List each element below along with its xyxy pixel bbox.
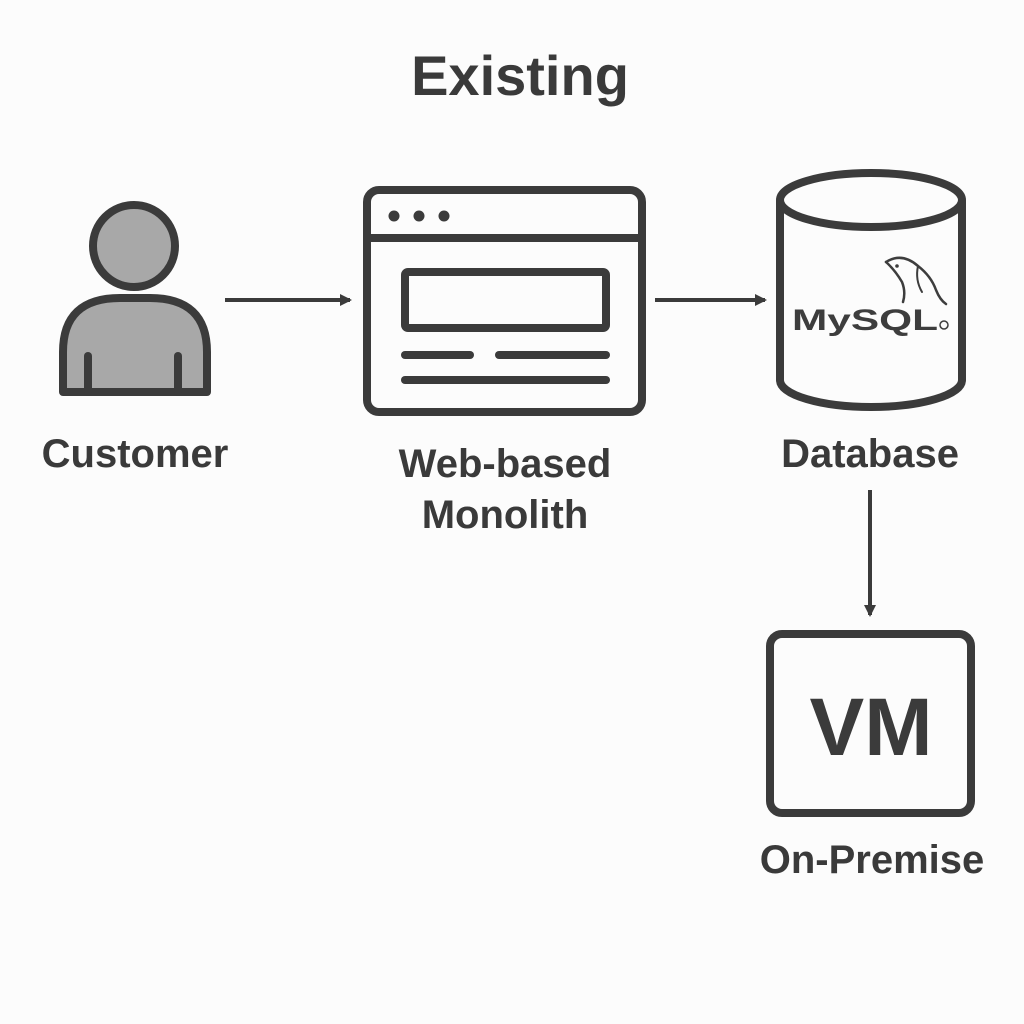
browser-window-icon — [363, 186, 646, 416]
diagram-title: Existing — [411, 44, 629, 107]
window-dot-icon — [413, 210, 425, 222]
database-cylinder-icon: MySQL — [776, 169, 966, 411]
person-icon — [59, 201, 211, 396]
window-dot-icon — [438, 210, 450, 222]
database-label: Database — [781, 432, 959, 476]
vm-box-text: VM — [810, 682, 933, 773]
content-block — [401, 268, 610, 332]
dolphin-logo-icon — [884, 256, 948, 306]
monolith-label-line1: Web-based — [399, 442, 612, 486]
vm-box-icon: VM — [766, 630, 975, 817]
on-premise-label: On-Premise — [760, 838, 985, 882]
monolith-label-line2: Monolith — [422, 493, 589, 537]
window-dot-icon — [388, 210, 400, 222]
mysql-logo-text: MySQL — [792, 304, 938, 337]
customer-label: Customer — [42, 432, 229, 476]
